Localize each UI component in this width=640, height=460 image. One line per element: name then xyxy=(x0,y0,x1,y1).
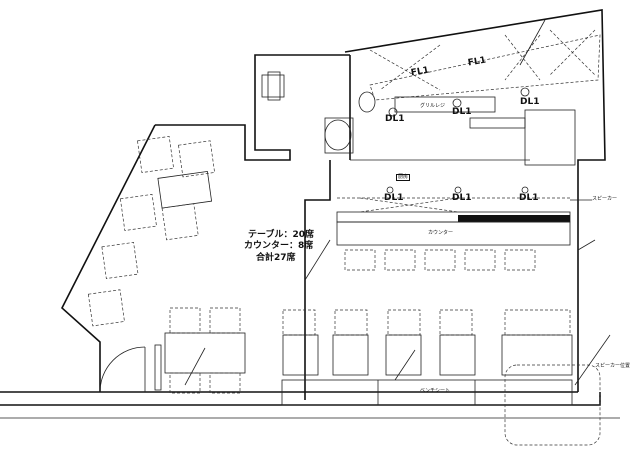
seating-total: 合計27席 xyxy=(256,253,296,263)
grill-label: グリルレジ xyxy=(420,103,446,109)
fixture-dl1: DL1 xyxy=(520,97,540,107)
walls xyxy=(0,9,620,419)
counter-label: カウンター xyxy=(428,230,454,236)
entrance-door xyxy=(99,344,162,393)
bench xyxy=(281,364,601,446)
speaker-position-annotation: スピーカー位置 xyxy=(595,363,631,369)
bench-label: ベンチシート xyxy=(420,388,451,394)
leader-lines xyxy=(184,19,611,386)
left-tables xyxy=(87,136,216,327)
kitchen-tag: 厨房 xyxy=(396,174,411,181)
seating-table-count: テーブル：20席 xyxy=(248,230,314,240)
fixture-dl1: DL1 xyxy=(384,193,404,203)
counter-stools xyxy=(344,249,536,271)
counter xyxy=(336,197,571,246)
seating-counter-count: カウンター：8席 xyxy=(244,241,314,251)
speaker-annotation: スピーカー xyxy=(592,196,618,202)
fixture-dl1: DL1 xyxy=(452,107,472,117)
bottom-tables xyxy=(164,307,573,394)
fixture-dl1: DL1 xyxy=(385,114,405,124)
ceiling-fixtures xyxy=(369,29,601,194)
fixture-dl1: DL1 xyxy=(519,193,539,203)
toilet xyxy=(261,71,376,154)
fixture-dl1: DL1 xyxy=(452,193,472,203)
